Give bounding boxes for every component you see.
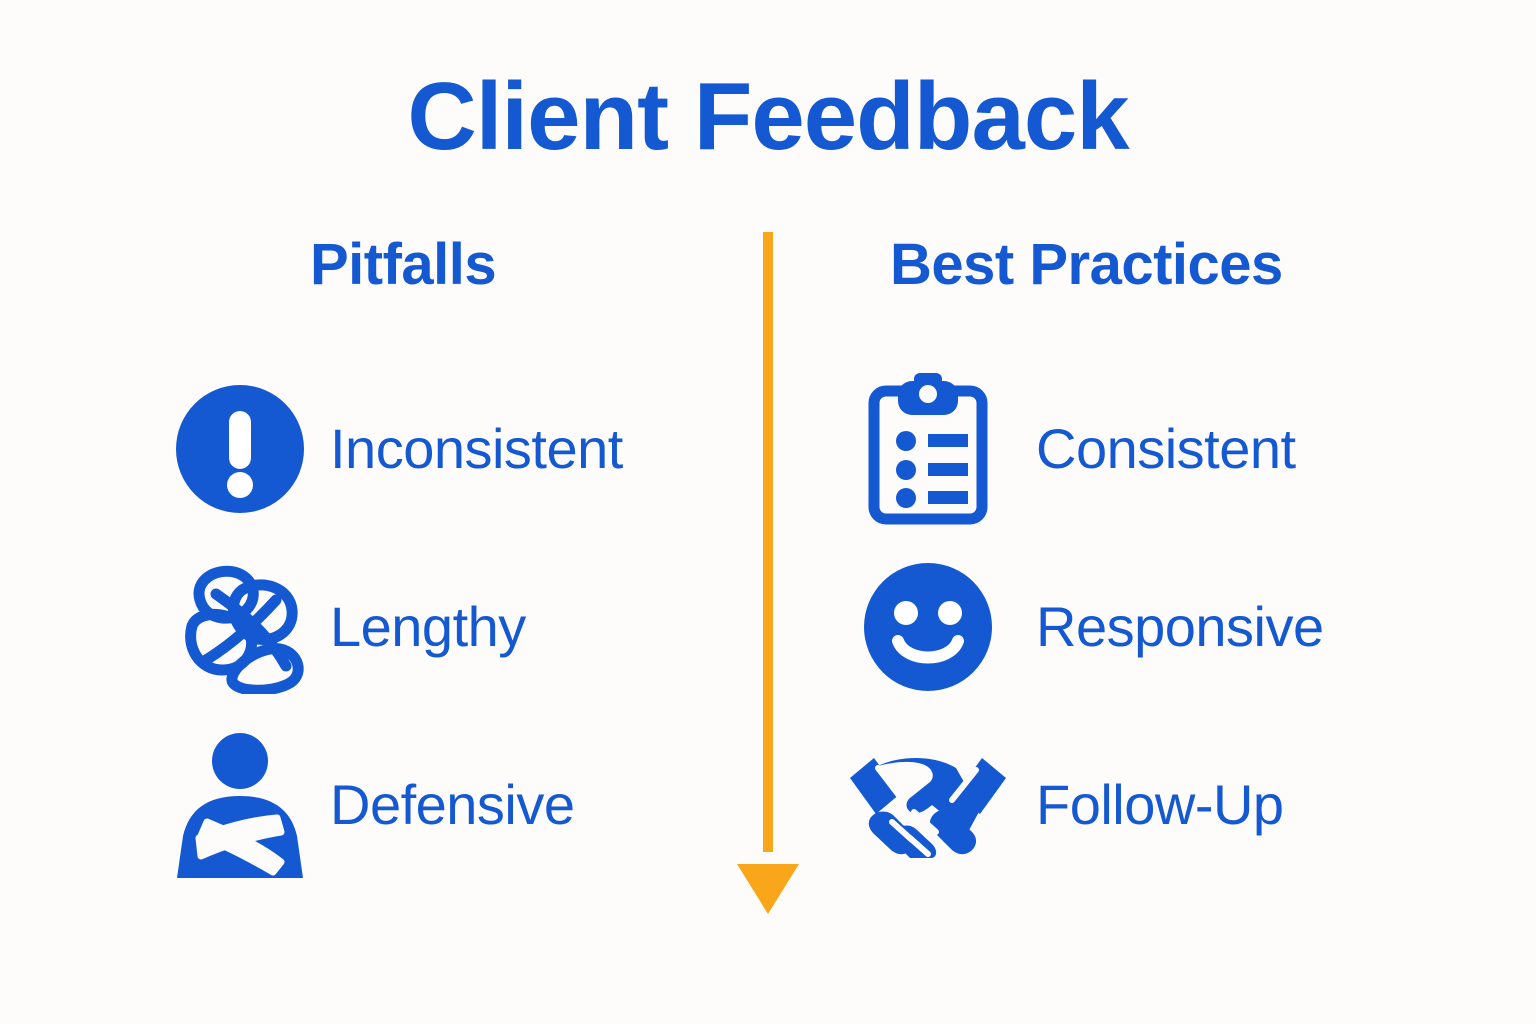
list-item: Consistent <box>820 360 1420 538</box>
column-header-best-practices: Best Practices <box>890 232 1283 297</box>
list-item-label: Responsive <box>1036 595 1324 658</box>
clipboard-checklist-icon <box>848 373 1008 525</box>
list-item: Follow-Up <box>820 716 1420 894</box>
list-item-label: Lengthy <box>330 595 526 658</box>
pitfalls-list: Inconsistent L <box>120 360 720 894</box>
column-header-pitfalls: Pitfalls <box>310 232 497 297</box>
best-practices-list: Consistent Responsive <box>820 360 1420 894</box>
list-item-label: Consistent <box>1036 417 1296 480</box>
handshake-icon <box>848 730 1008 880</box>
exclamation-circle-icon <box>160 374 320 524</box>
tangled-knot-icon <box>160 552 320 702</box>
page-title: Client Feedback <box>407 63 1129 170</box>
list-item-label: Inconsistent <box>330 417 623 480</box>
list-item-label: Follow-Up <box>1036 773 1284 836</box>
list-item: Defensive <box>120 716 720 894</box>
list-item: Lengthy <box>120 538 720 716</box>
column-pitfalls: Pitfalls Inconsistent <box>120 236 720 894</box>
list-item: Inconsistent <box>120 360 720 538</box>
down-arrow-icon <box>737 232 799 914</box>
column-best-practices: Best Practices <box>820 236 1420 894</box>
list-item-label: Defensive <box>330 773 575 836</box>
crossed-arms-person-icon <box>160 730 320 880</box>
list-item: Responsive <box>820 538 1420 716</box>
smiley-face-icon <box>848 552 1008 702</box>
